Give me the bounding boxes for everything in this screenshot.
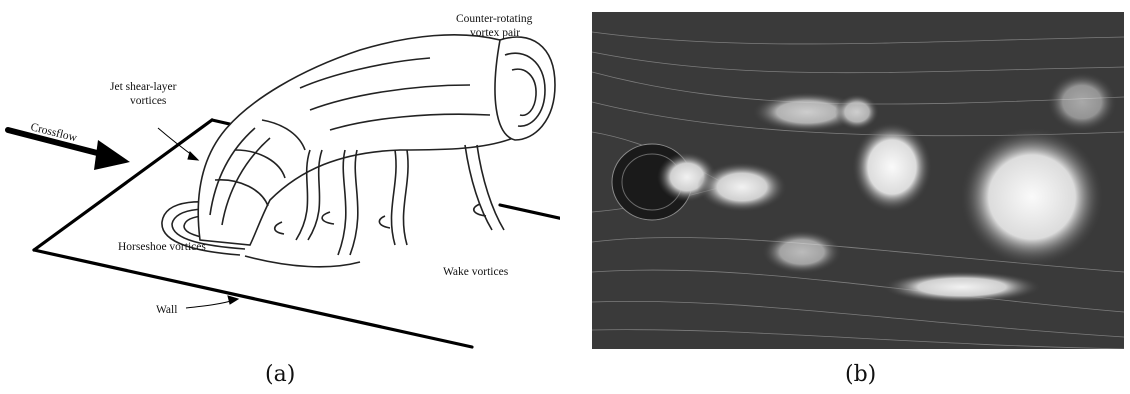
label-counter-rotating-2: vortex pair [470,27,520,39]
label-jet-shear-2: vortices [130,95,167,107]
label-wall: Wall [156,304,177,316]
label-wake: Wake vortices [443,266,509,278]
caption-b: (b) [845,362,876,387]
caption-a: (a) [265,362,295,387]
flow-visualization-photo [592,12,1124,349]
label-counter-rotating-1: Counter-rotating [456,13,533,25]
jet-body [198,35,555,245]
jet-crossflow-schematic: Counter-rotating vortex pair Jet shear-l… [0,0,560,352]
label-horseshoe: Horseshoe vortices [118,241,206,253]
label-jet-shear-1: Jet shear-layer [110,81,177,93]
